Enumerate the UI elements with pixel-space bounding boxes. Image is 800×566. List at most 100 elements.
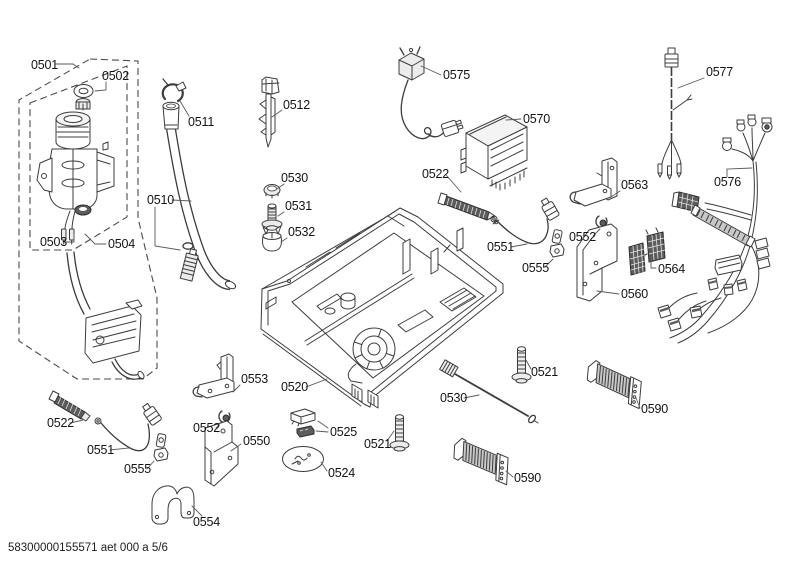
callout-0530-top: 0530 (281, 171, 308, 185)
leader-0510-b (154, 206, 181, 251)
callout-0502: 0502 (102, 69, 129, 83)
assembly-0501-dashed-outline (18, 58, 158, 380)
part-0575-power-cord (398, 46, 464, 140)
footer-document-code: 58300000155571 aet 000 a 5/6 (8, 542, 168, 554)
leader-0522-top (445, 174, 462, 193)
leader-0521-right (525, 359, 532, 370)
callout-0570: 0570 (523, 112, 550, 126)
callout-0554: 0554 (193, 515, 220, 529)
part-0522-strip-left (48, 390, 91, 422)
callout-0503: 0503 (40, 235, 67, 249)
leader-0590-bottom (505, 470, 514, 478)
leader-0555-left (146, 460, 155, 470)
callout-0510: 0510 (147, 193, 174, 207)
leader-0590-right (635, 397, 641, 409)
part-0524-disc (282, 446, 324, 472)
part-0531-screw (261, 203, 283, 231)
part-0532-fastener (262, 225, 282, 252)
callout-0525: 0525 (330, 425, 357, 439)
callout-0524: 0524 (328, 466, 355, 480)
part-0551-sensor-wire-left (94, 402, 162, 452)
leader-0577 (677, 77, 705, 89)
leader-0551-mid (510, 243, 528, 248)
part-0577-cable (657, 47, 693, 180)
leader-0560 (596, 290, 620, 295)
leader-0552-left (215, 421, 222, 429)
callout-0512: 0512 (283, 98, 310, 112)
callout-0590-right: 0590 (641, 402, 668, 416)
leader-0512 (271, 109, 283, 118)
part-0560-mounting-plate (576, 223, 618, 302)
callout-0501: 0501 (31, 58, 58, 72)
leader-0576 (726, 167, 753, 178)
part-0555-latch-left (153, 433, 169, 462)
leader-0570 (505, 118, 522, 121)
leader-0502 (94, 81, 107, 92)
leader-0504 (84, 233, 107, 245)
part-0525-switch (290, 408, 316, 438)
callout-0521-right: 0521 (531, 365, 558, 379)
callout-0576: 0576 (714, 175, 741, 189)
leader-0521-left (386, 430, 395, 442)
callout-0550: 0550 (243, 434, 270, 448)
leader-0510-a (171, 199, 192, 202)
part-0501-valve-assembly (36, 111, 115, 245)
part-0550-bracket (204, 420, 239, 487)
leader-0563 (610, 190, 621, 198)
callout-0521-left: 0521 (364, 437, 391, 451)
part-0564-cable-comb (628, 227, 666, 276)
leader-0555-mid (544, 258, 554, 268)
callout-0555-left: 0555 (124, 462, 151, 476)
leader-0552-right (592, 228, 601, 237)
part-0511-hose-clamp (161, 78, 187, 103)
callout-0504: 0504 (108, 237, 135, 251)
callout-0551-mid: 0551 (487, 240, 514, 254)
part-0576-wiring-harness (657, 114, 773, 344)
leader-0564 (650, 257, 657, 269)
callout-0552-right: 0552 (569, 230, 596, 244)
callout-0551-left: 0551 (87, 443, 114, 457)
leader-0522-left (69, 419, 84, 424)
callout-0577: 0577 (706, 65, 733, 79)
leader-0553 (232, 384, 241, 393)
part-0522-strip-top (437, 192, 500, 225)
part-0555-latch-right (549, 229, 565, 258)
part-0502-seal (73, 84, 94, 111)
leader-0525-a (315, 430, 329, 433)
leader-0501 (55, 63, 80, 69)
leader-0503 (62, 233, 75, 243)
leader-0530-top (276, 183, 285, 190)
leader-0551-left (109, 447, 130, 451)
callout-0530-bottom: 0530 (440, 391, 467, 405)
callout-0522-top: 0522 (422, 167, 449, 181)
part-0504-aquastop (66, 251, 145, 380)
part-0510-hose (162, 101, 237, 290)
callout-0590-bottom: 0590 (514, 471, 541, 485)
part-0563-bracket (569, 157, 618, 207)
callout-0563: 0563 (621, 178, 648, 192)
leader-0550 (230, 443, 242, 452)
part-0520-base-frame (260, 207, 504, 409)
callout-0560: 0560 (621, 287, 648, 301)
callout-0531: 0531 (285, 199, 312, 213)
callout-0553: 0553 (241, 372, 268, 386)
callout-0555-mid: 0555 (522, 261, 549, 275)
leader-0531 (277, 211, 285, 217)
leader-0511 (179, 100, 190, 117)
callout-0522-left: 0522 (47, 416, 74, 430)
callout-0564: 0564 (658, 262, 685, 276)
callout-0511: 0511 (188, 115, 214, 129)
callout-0520: 0520 (281, 380, 308, 394)
leader-0520 (305, 378, 328, 388)
leader-0532 (280, 237, 288, 243)
callout-labels: 0501 0502 0503 0504 0510 0511 0512 0530 … (31, 58, 741, 529)
callout-0532: 0532 (288, 225, 315, 239)
callout-0575: 0575 (443, 68, 470, 82)
leader-0524 (320, 461, 328, 472)
leader-lines (55, 63, 753, 517)
leader-0575 (420, 65, 442, 76)
part-0530-rod (439, 359, 539, 424)
part-0551-sensor-wire-mid (490, 197, 560, 245)
